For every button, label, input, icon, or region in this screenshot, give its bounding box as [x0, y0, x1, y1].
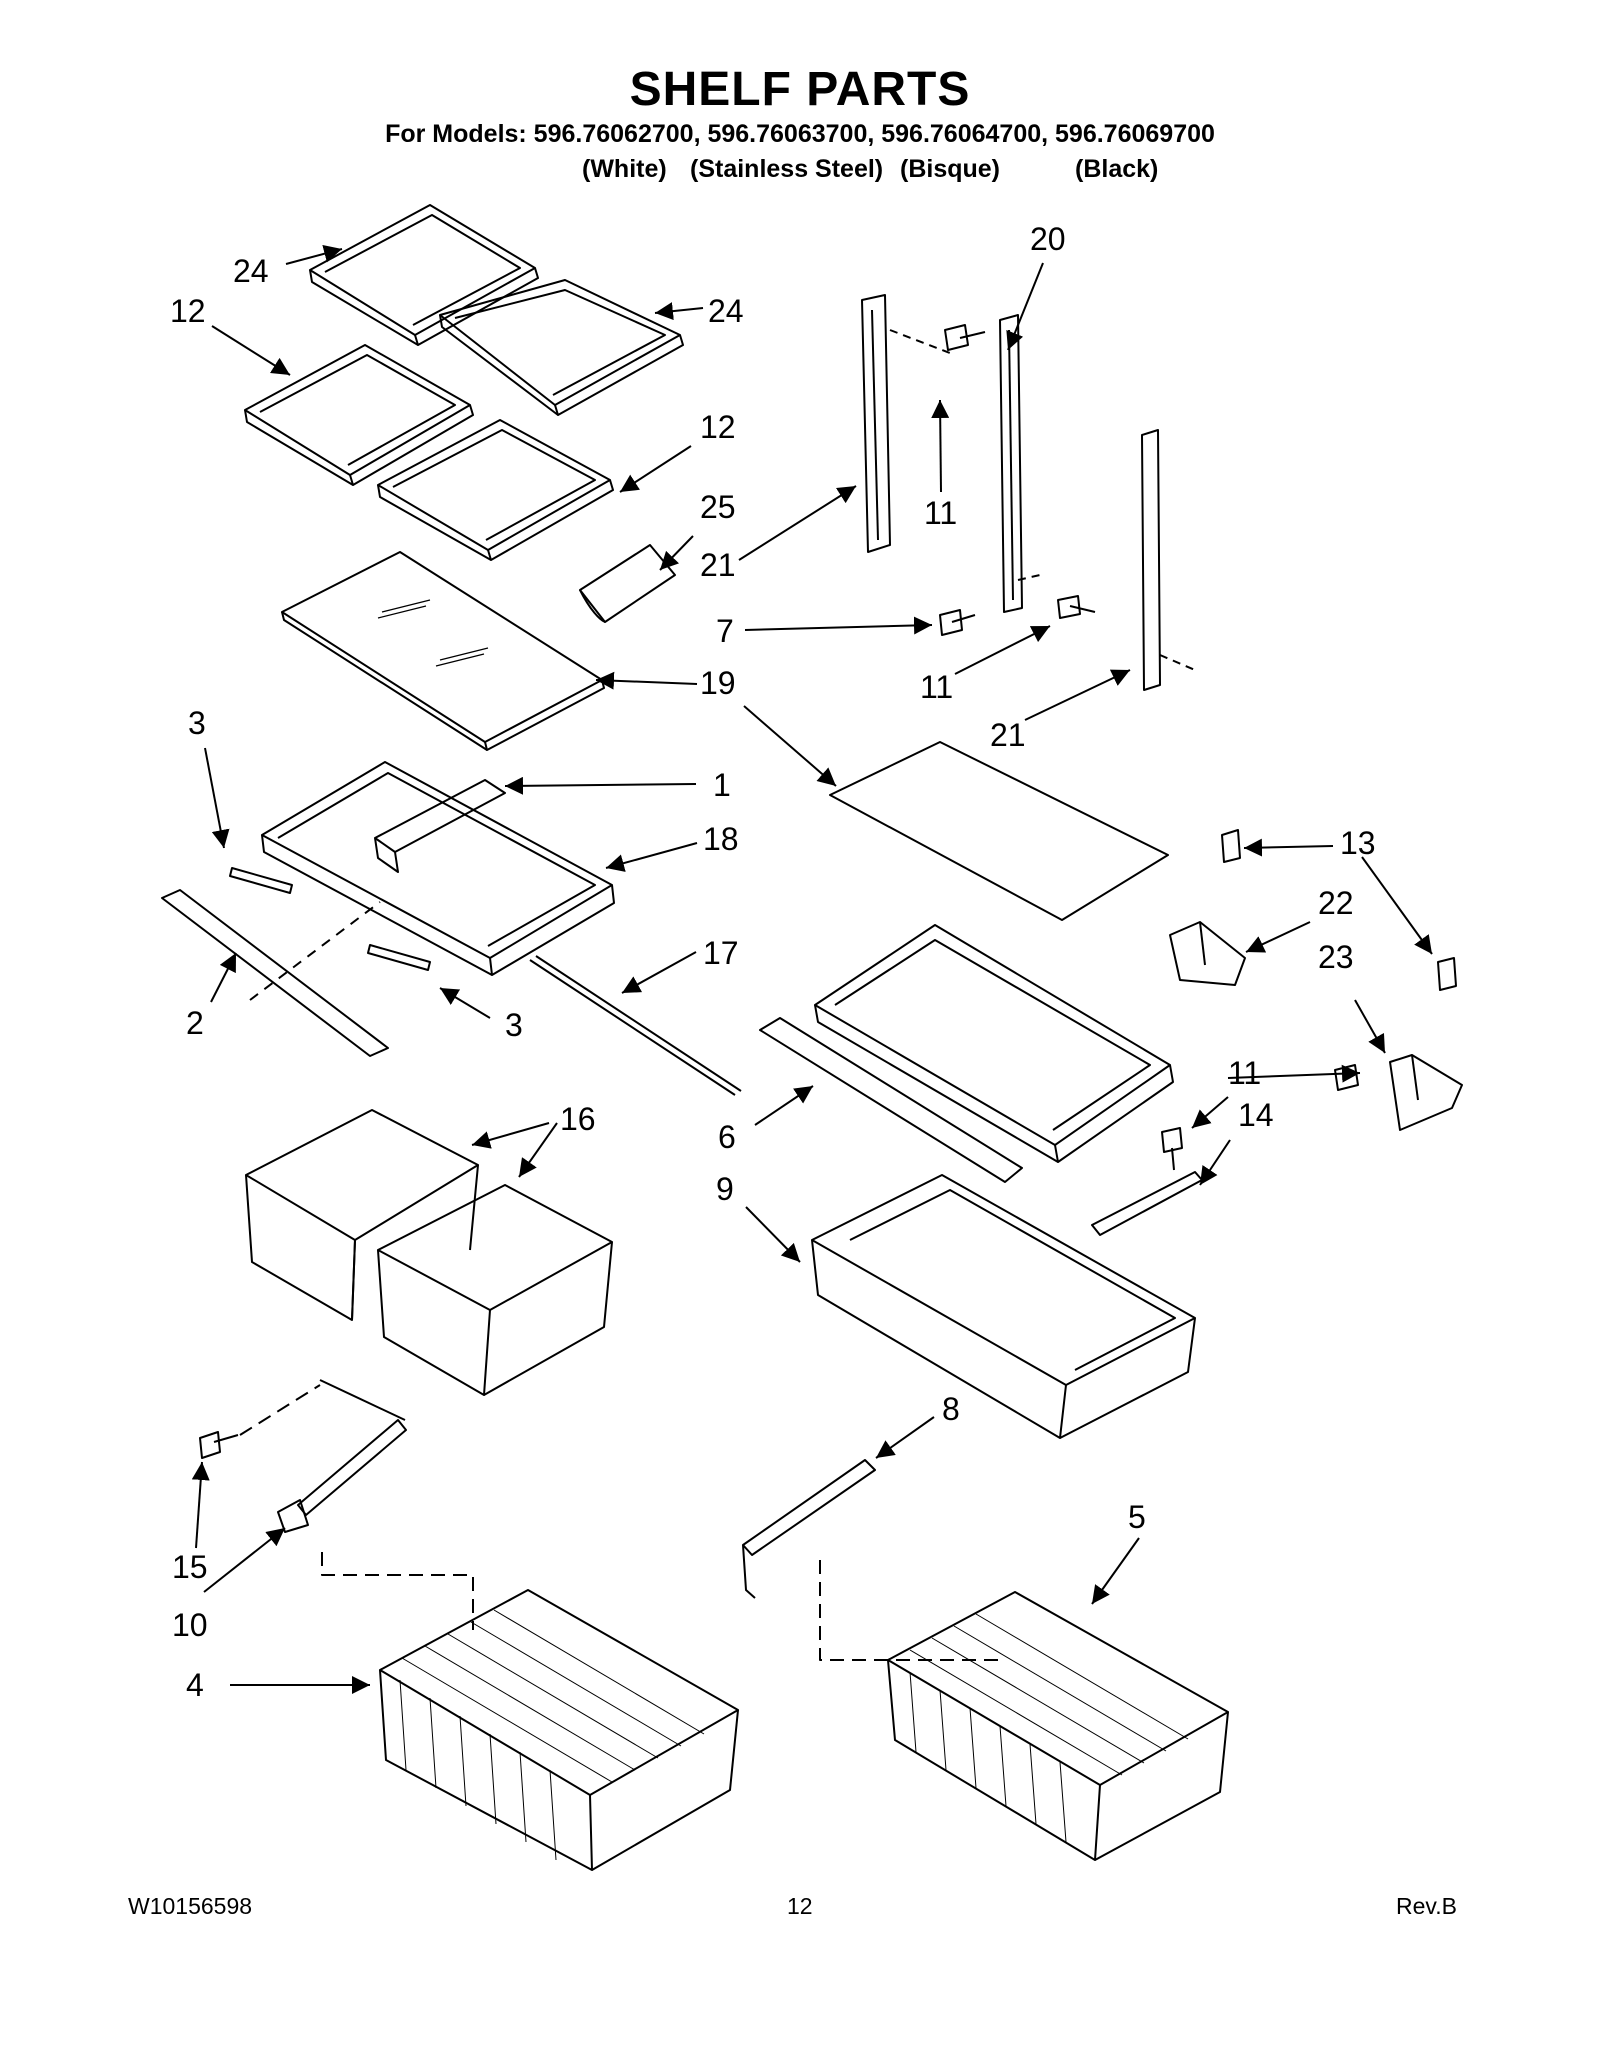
callout: 13 [1340, 825, 1376, 861]
callout: 4 [186, 1667, 204, 1703]
callout-labels: 24 12 24 12 25 20 11 21 7 11 21 19 3 1 1… [170, 221, 1376, 1703]
color-bisque: (Bisque) [900, 155, 1000, 183]
screw-11-mid [1057, 595, 1096, 619]
callout: 16 [560, 1101, 596, 1137]
callout: 25 [700, 489, 736, 525]
callout: 3 [505, 1007, 523, 1043]
callout: 22 [1318, 885, 1354, 921]
trim-25 [579, 544, 676, 623]
callout: 19 [700, 665, 736, 701]
pantry-drawer-9 [811, 1174, 1196, 1439]
divider-8-guide [819, 1560, 1000, 1661]
trim-6 [759, 1017, 1023, 1183]
bracket-22 [1169, 921, 1246, 986]
revision: Rev.B [1396, 1893, 1457, 1919]
rail-2 [161, 889, 389, 1057]
screw-7 [939, 609, 976, 636]
divider-10 [277, 1379, 407, 1533]
wire-basket-4 [379, 1589, 739, 1871]
callout: 11 [924, 495, 957, 531]
callout: 7 [716, 613, 734, 649]
crisper-drawer-16-right [377, 1184, 613, 1396]
crisper-drawer-16-left [245, 1109, 479, 1321]
color-stainless: (Stainless Steel) [690, 155, 884, 183]
bracket-3-left [229, 867, 293, 894]
callout: 18 [703, 821, 739, 857]
callout: 24 [708, 293, 744, 329]
shelf-ladder-20 [999, 314, 1023, 613]
bracket-3-right [367, 944, 431, 971]
callout: 2 [186, 1005, 204, 1041]
callout: 12 [170, 293, 206, 329]
screw-11-top [944, 324, 986, 351]
guide-line-2 [249, 901, 381, 1001]
callout: 9 [716, 1171, 734, 1207]
callout: 17 [703, 935, 739, 971]
screw-11-right [1334, 1064, 1359, 1091]
glass-shelf-19-right [829, 741, 1169, 921]
pantry-frame-18 [814, 924, 1174, 1163]
callout: 11 [920, 669, 953, 705]
rod-17 [529, 955, 742, 1096]
shelf-frame-12-right [377, 419, 614, 561]
clip-13-bottom [1437, 957, 1457, 991]
callout: 21 [700, 547, 736, 583]
callout: 5 [1128, 1499, 1146, 1535]
callout: 3 [188, 705, 206, 741]
bracket-23 [1389, 1054, 1463, 1131]
callout: 10 [172, 1607, 208, 1643]
divider-8 [742, 1459, 876, 1599]
wire-basket-5 [887, 1591, 1229, 1861]
callout: 15 [172, 1549, 208, 1585]
screw-11-low [1161, 1127, 1183, 1171]
page-number: 12 [787, 1893, 813, 1919]
callout: 14 [1238, 1097, 1274, 1133]
callout: 1 [713, 767, 731, 803]
callout: 12 [700, 409, 736, 445]
leader-lines [191, 244, 1433, 1694]
crisper-cover-frame-18 [261, 761, 615, 976]
shelf-frame-24-top [309, 204, 539, 346]
callout: 11 [1228, 1055, 1261, 1091]
color-black: (Black) [1075, 155, 1159, 183]
divider-guide-lines [239, 1384, 474, 1630]
callout: 20 [1030, 221, 1066, 257]
screw-15 [199, 1431, 239, 1459]
models-line: For Models: 596.76062700, 596.76063700, … [385, 120, 1215, 148]
ladder-guide-lines [889, 329, 1196, 671]
clip-13-top [1221, 829, 1241, 863]
callout: 23 [1318, 939, 1354, 975]
slide-14 [1091, 1171, 1203, 1236]
shelf-ladder-21-right [1141, 429, 1161, 691]
callout: 6 [718, 1119, 736, 1155]
doc-number: W10156598 [128, 1893, 253, 1919]
callout: 24 [233, 253, 269, 289]
shelf-frame-12-left [244, 344, 474, 486]
page-title: SHELF PARTS [629, 63, 971, 116]
callout: 21 [990, 717, 1026, 753]
color-white: (White) [582, 155, 667, 183]
glass-shelf-19 [281, 551, 605, 751]
callout: 8 [942, 1391, 960, 1427]
shelf-frame-24-right [439, 279, 684, 416]
shelf-ladder-21-left [861, 294, 891, 553]
